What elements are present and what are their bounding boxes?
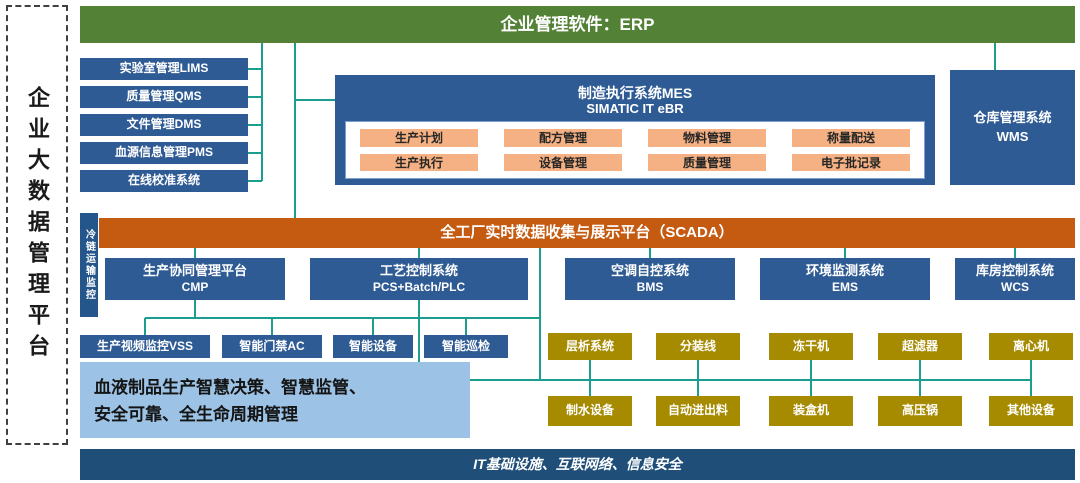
mes-module: 配方管理: [504, 129, 622, 147]
control-system-name: 工艺控制系统: [379, 262, 458, 278]
equipment-water-system: 制水设备: [548, 396, 632, 426]
mes-module: 生产执行: [360, 153, 478, 171]
cold-chain-label: 冷链运输监控: [83, 229, 95, 301]
control-system-pcs: 工艺控制系统 PCS+Batch/PLC: [310, 258, 528, 300]
system-box-lims: 实验室管理LIMS: [80, 58, 248, 80]
summary-line-2: 安全可靠、全生命周期管理: [94, 405, 298, 425]
wms-block: 仓库管理系统 WMS: [950, 70, 1075, 185]
mes-module: 电子批记录: [792, 153, 910, 171]
control-system-name: 库房控制系统: [975, 262, 1054, 278]
mes-module: 质量管理: [648, 153, 766, 171]
summary-line-1: 血液制品生产智慧决策、智慧监管、: [94, 378, 366, 397]
mes-module: 称量配送: [792, 129, 910, 147]
smart-system-device: 智能设备: [333, 335, 413, 358]
wms-code: WMS: [996, 128, 1029, 144]
system-box-pms: 血源信息管理PMS: [80, 142, 248, 164]
equipment-autoclave: 高压锅: [878, 396, 962, 426]
control-system-code: PCS+Batch/PLC: [372, 279, 466, 294]
control-system-bms: 空调自控系统 BMS: [565, 258, 735, 300]
big-data-platform-title: 企业大数据管理平台: [25, 85, 50, 365]
control-system-code: BMS: [636, 279, 664, 294]
cold-chain-box: 冷链运输监控: [80, 213, 98, 317]
equipment-centrifuge: 离心机: [989, 333, 1073, 360]
control-system-wcs: 库房控制系统 WCS: [955, 258, 1075, 300]
mes-module: 物料管理: [648, 129, 766, 147]
connector-paths: [144, 43, 1032, 396]
mes-block: 制造执行系统MES SIMATIC IT eBR 生产计划 配方管理 物料管理 …: [335, 75, 935, 185]
control-system-name: 环境监测系统: [805, 262, 884, 278]
control-system-code: EMS: [831, 279, 858, 294]
control-system-code: WCS: [1001, 279, 1029, 294]
erp-bar: 企业管理软件：ERP: [80, 6, 1075, 43]
big-data-platform-panel: 企业大数据管理平台: [6, 5, 68, 445]
system-box-dms: 文件管理DMS: [80, 114, 248, 136]
control-system-name: 生产协同管理平台: [142, 262, 247, 278]
mes-title: 制造执行系统MES: [577, 85, 693, 101]
mes-module-panel: 生产计划 配方管理 物料管理 称量配送 生产执行 设备管理 质量管理 电子批记录: [345, 121, 925, 179]
summary-panel: 血液制品生产智慧决策、智慧监管、 安全可靠、全生命周期管理: [80, 362, 470, 438]
control-system-name: 空调自控系统: [610, 262, 689, 278]
equipment-auto-loading: 自动进出料: [656, 396, 740, 426]
scada-bar: 全工厂实时数据收集与展示平台（SCADA）: [99, 218, 1075, 248]
equipment-chromatography: 层析系统: [548, 333, 632, 360]
smart-system-inspection: 智能巡检: [424, 335, 508, 358]
equipment-filling-line: 分装线: [656, 333, 740, 360]
smart-system-vss: 生产视频监控VSS: [80, 335, 210, 358]
system-box-calibration: 在线校准系统: [80, 170, 248, 192]
equipment-freeze-dryer: 冻干机: [769, 333, 853, 360]
equipment-ultrafilter: 超滤器: [878, 333, 962, 360]
control-system-ems: 环境监测系统 EMS: [760, 258, 930, 300]
wms-name: 仓库管理系统: [973, 109, 1052, 125]
mes-module: 设备管理: [504, 153, 622, 171]
mes-subtitle: SIMATIC IT eBR: [586, 101, 684, 116]
mes-module: 生产计划: [360, 129, 478, 147]
equipment-cartoner: 装盒机: [769, 396, 853, 426]
system-box-qms: 质量管理QMS: [80, 86, 248, 108]
control-system-code: CMP: [181, 279, 209, 294]
equipment-other: 其他设备: [989, 396, 1073, 426]
smart-system-ac: 智能门禁AC: [222, 335, 322, 358]
control-system-cmp: 生产协同管理平台 CMP: [105, 258, 285, 300]
infrastructure-bar: IT基础设施、互联网络、信息安全: [80, 449, 1075, 480]
